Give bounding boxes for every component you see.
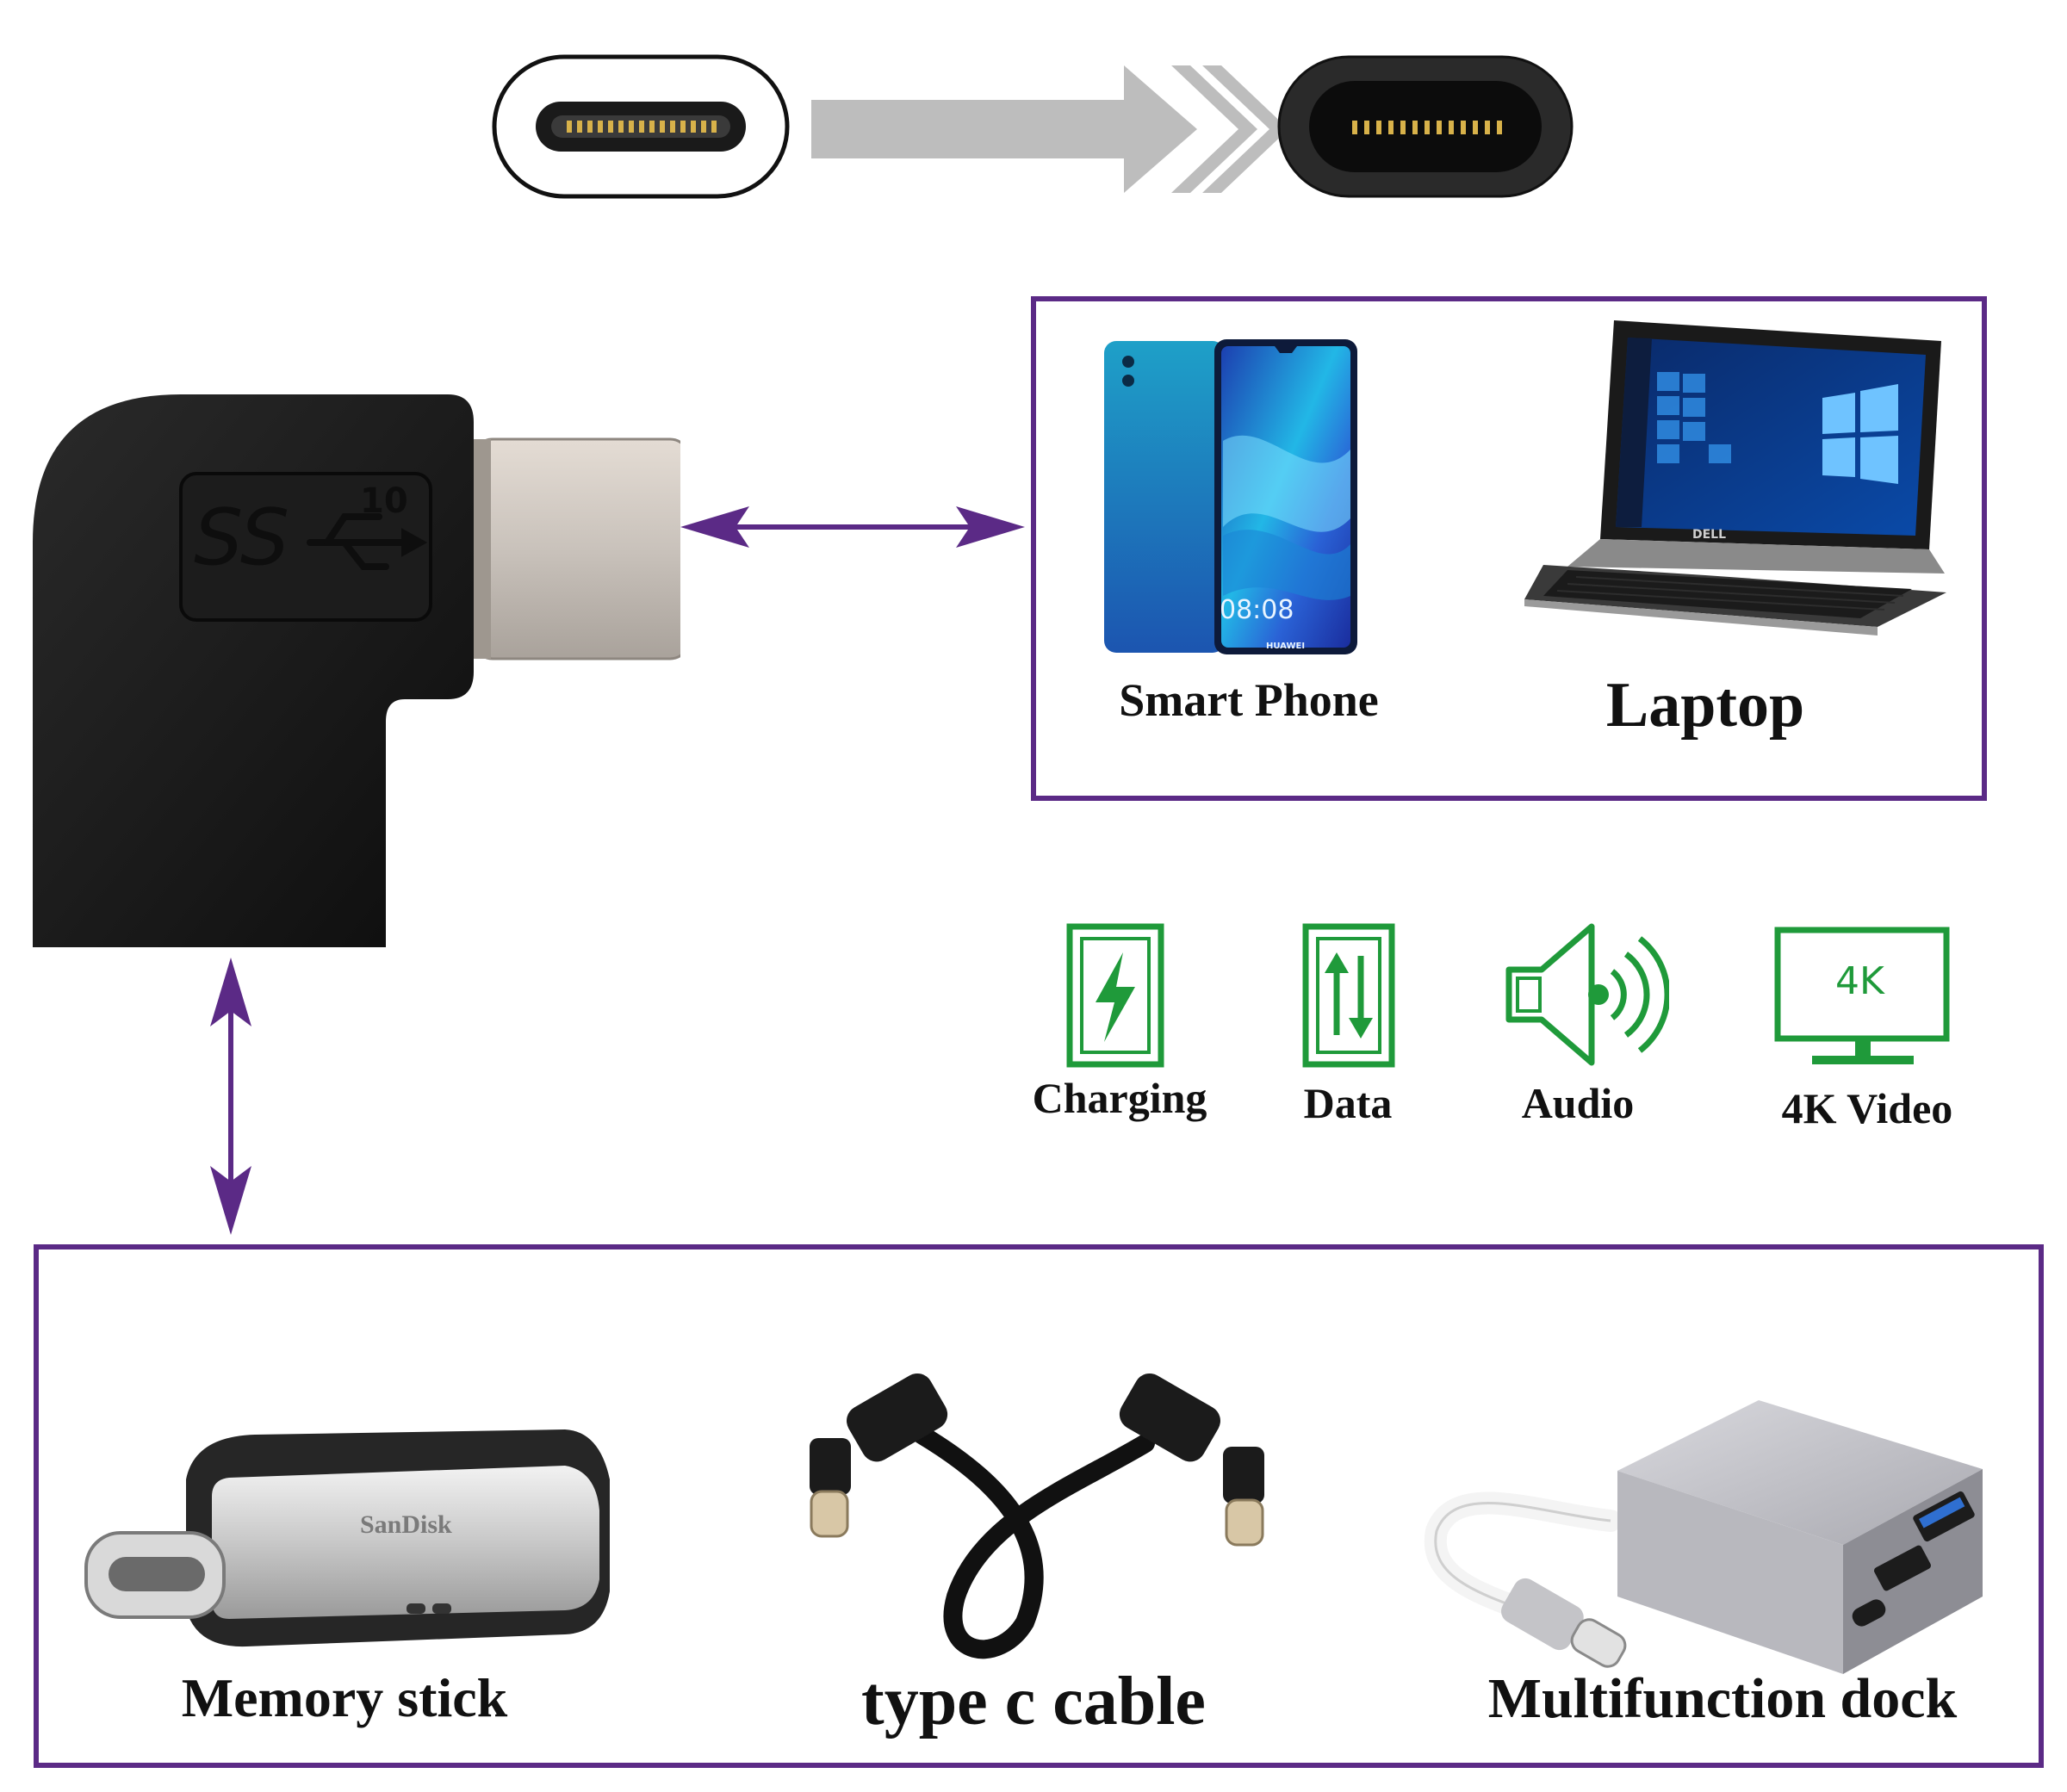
laptop-label: Laptop [1605,670,1805,741]
monitor-4k-icon [1772,925,1953,1071]
female-port-icon [492,54,790,199]
memory-stick-image [83,1428,617,1652]
usb-trident-icon [307,513,428,570]
memory-stick-label: Memory stick [181,1667,508,1728]
feature-label-4k-video: 4K Video [1781,1084,1953,1132]
type-c-cable-image [792,1364,1275,1671]
horizontal-double-arrow-icon [680,501,1025,553]
smart-phone-label: Smart Phone [1119,674,1379,726]
multifunction-dock-label: Multifunction dock [1487,1667,1958,1730]
host-devices-frame [1031,296,1987,801]
feature-label-charging: Charging [1032,1074,1207,1122]
data-transfer-icon [1302,923,1397,1070]
conversion-diagram [491,52,1576,207]
male-port-icon [1277,55,1574,198]
feature-label-audio: Audio [1521,1079,1635,1127]
vertical-double-arrow-icon [205,958,257,1235]
type-c-cable-label: type c cable [861,1664,1206,1739]
smart-phone-image [1102,338,1361,656]
peripheral-devices-frame [34,1244,2044,1768]
multifunction-dock-image [1421,1393,2007,1686]
phone-screen-time: 08:08 [1220,595,1294,625]
phone-brand: HUAWEI [1266,642,1306,651]
charging-icon [1066,923,1170,1070]
laptop-image [1447,315,1946,660]
adapter-logo-superscript: 10 [360,481,408,521]
monitor-4k-text: 4K [1835,959,1884,1003]
laptop-brand: DELL [1692,528,1727,542]
adapter-logo-text: SS [194,493,290,583]
memory-stick-brand: SanDisk [360,1510,452,1539]
conversion-arrow-icon [811,65,1288,193]
usb-c-right-angle-adapter [26,388,680,956]
feature-label-data: Data [1303,1079,1393,1127]
audio-icon [1505,921,1669,1068]
